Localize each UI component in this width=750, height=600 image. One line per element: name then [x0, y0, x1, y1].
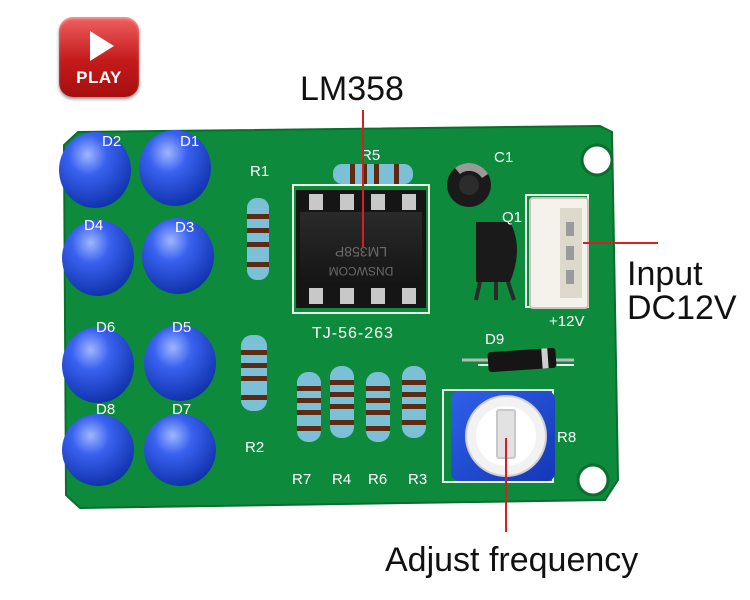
resistor-r3 [402, 366, 426, 438]
label-d6: D6 [96, 319, 115, 336]
potentiometer-r8[interactable] [451, 391, 555, 481]
lm358-chip [300, 212, 422, 286]
mount-hole [580, 143, 614, 177]
label-q1: Q1 [502, 209, 522, 226]
resistor-r7 [297, 372, 321, 442]
led-d1 [139, 130, 211, 206]
label-c1: C1 [494, 149, 513, 166]
label-d1: D1 [180, 133, 199, 150]
label-r1: R1 [250, 163, 269, 180]
label-d7: D7 [172, 401, 191, 418]
led-d5 [144, 325, 216, 401]
led-d4 [62, 220, 134, 296]
label-r8: R8 [557, 429, 576, 446]
resistor-r5 [333, 164, 413, 184]
led-d8 [62, 414, 134, 486]
resistor-r6 [366, 372, 390, 442]
play-icon [90, 31, 114, 61]
callout-dc12v: DC12V [627, 289, 737, 327]
power-connector [529, 197, 589, 309]
chip-socket: LM358P DNSWCOM [296, 190, 426, 308]
led-d6 [62, 327, 134, 403]
led-array [59, 130, 216, 486]
led-d3 [142, 218, 214, 294]
label-r4: R4 [332, 471, 351, 488]
callout-pot: Adjust frequency [385, 541, 639, 579]
capacitor-c1 [447, 163, 491, 207]
label-r6: R6 [368, 471, 387, 488]
play-button-label: PLAY [76, 68, 122, 87]
callout-chip: LM358 [300, 70, 404, 108]
label-r7: R7 [292, 471, 311, 488]
led-d2 [59, 132, 131, 208]
label-r5: R5 [361, 147, 380, 164]
chip-marking: LM358P [335, 244, 387, 260]
label-12v: +12V [549, 313, 584, 330]
diode-d9 [462, 347, 574, 373]
label-d4: D4 [84, 217, 103, 234]
led-d7 [144, 414, 216, 486]
label-r3: R3 [408, 471, 427, 488]
label-d5: D5 [172, 319, 191, 336]
resistor-r1 [247, 198, 269, 280]
mount-hole [576, 463, 610, 497]
label-d9: D9 [485, 331, 504, 348]
callout-input: Input [627, 255, 703, 293]
callout-lines [362, 110, 658, 532]
label-d2: D2 [102, 133, 121, 150]
label-d3: D3 [175, 219, 194, 236]
label-r2: R2 [245, 439, 264, 456]
transistor-q1 [476, 222, 517, 282]
resistor-r4 [330, 366, 354, 438]
play-button[interactable]: PLAY [59, 17, 139, 97]
resistors [241, 164, 426, 442]
board-code: TJ-56-263 [312, 325, 394, 342]
label-d8: D8 [96, 401, 115, 418]
chip-maker: DNSWCOM [329, 264, 394, 278]
